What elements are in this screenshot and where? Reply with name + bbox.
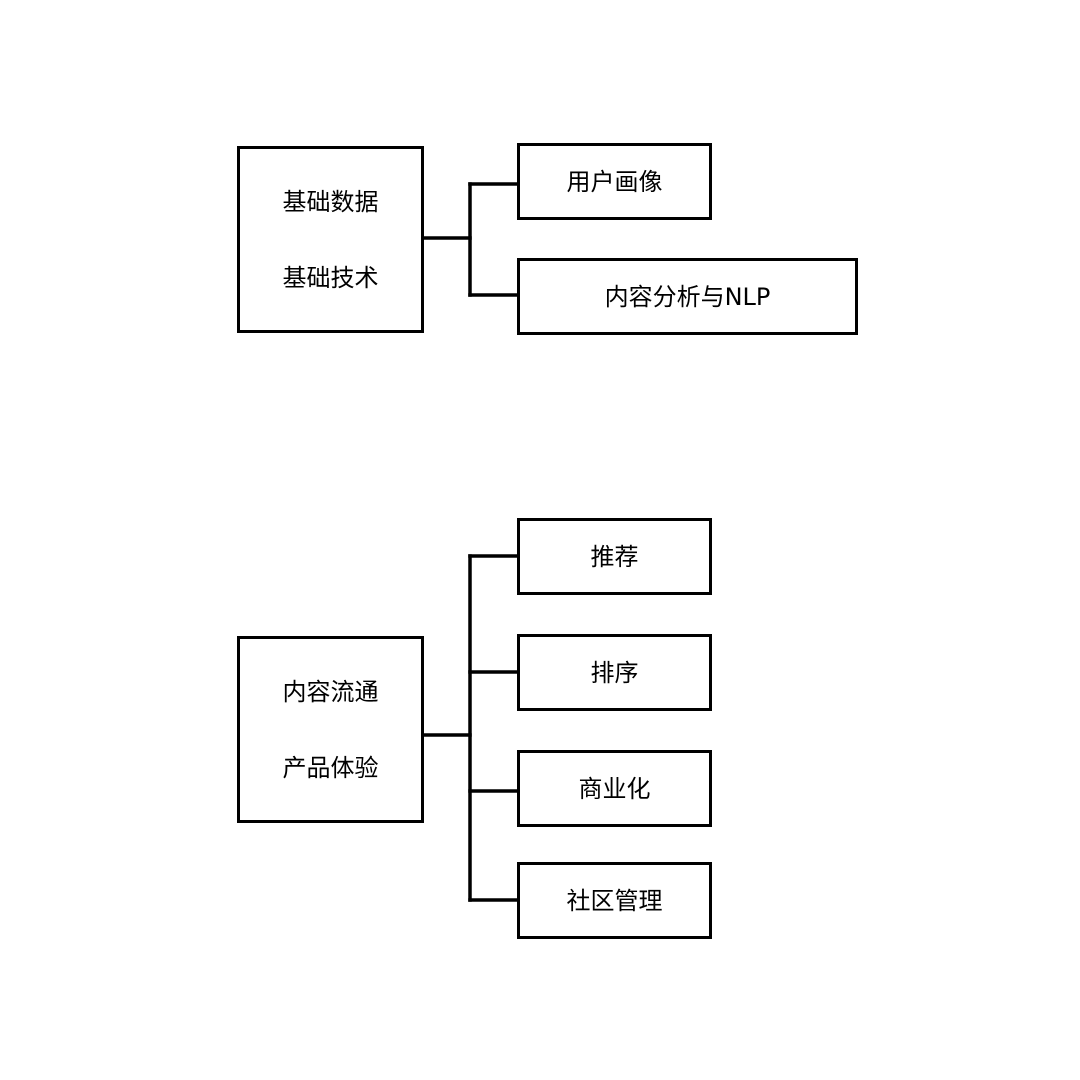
g2-child-label: 商业化 xyxy=(578,774,651,803)
g2-parent-line-1: 内容流通 xyxy=(282,677,379,706)
g2-parent-node: 内容流通 产品体验 xyxy=(237,636,424,823)
g2-child-label: 推荐 xyxy=(590,542,639,571)
g2-child-node-monetization: 商业化 xyxy=(517,750,712,827)
g1-child-node-user-profile: 用户画像 xyxy=(517,143,712,220)
g2-child-label: 社区管理 xyxy=(566,886,663,915)
g1-child-node-content-analysis: 内容分析与NLP xyxy=(517,258,858,335)
g1-parent-node: 基础数据 基础技术 xyxy=(237,146,424,333)
g2-child-node-recommend: 推荐 xyxy=(517,518,712,595)
g2-child-node-ranking: 排序 xyxy=(517,634,712,711)
g1-parent-line-1: 基础数据 xyxy=(282,187,379,216)
g1-parent-line-2: 基础技术 xyxy=(282,263,379,292)
g2-parent-line-2: 产品体验 xyxy=(282,753,379,782)
g1-child-label: 用户画像 xyxy=(566,167,663,196)
g2-child-label: 排序 xyxy=(590,658,639,687)
g2-child-node-community-management: 社区管理 xyxy=(517,862,712,939)
g1-child-label: 内容分析与NLP xyxy=(604,282,771,311)
